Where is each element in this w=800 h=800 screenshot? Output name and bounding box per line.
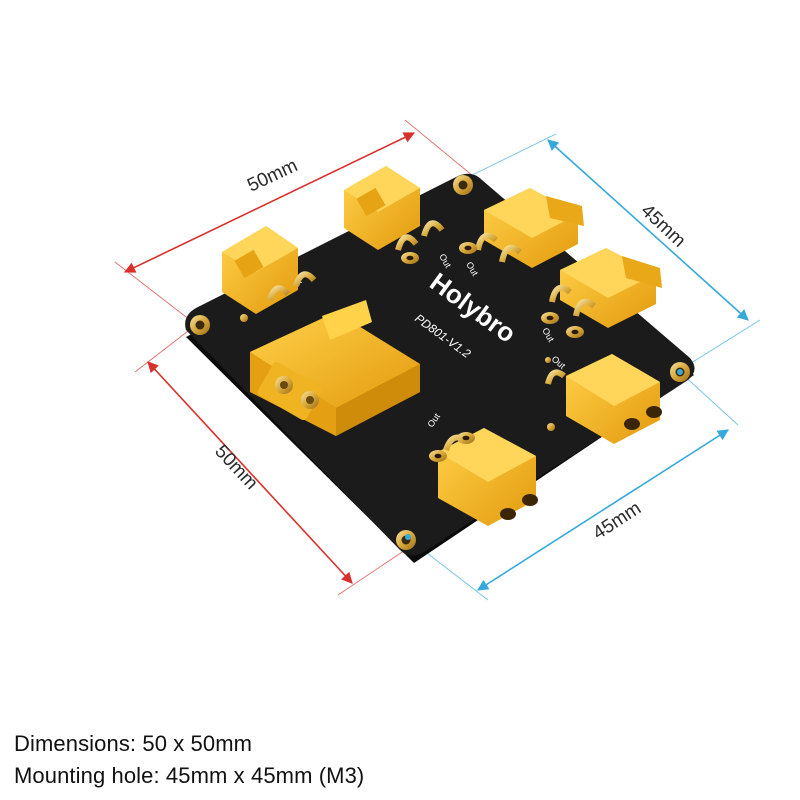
dim-line-left-bottom bbox=[147, 361, 353, 584]
xt60-connector bbox=[250, 300, 420, 436]
dim-ext-bottom-right-b bbox=[679, 371, 739, 426]
mounting-hole-bottom bbox=[396, 530, 416, 550]
solder-pad-6 bbox=[429, 450, 447, 462]
caption-dimensions: Dimensions: 50 x 50mm bbox=[14, 731, 253, 756]
xt30-connector-2 bbox=[344, 166, 445, 251]
solder-pad-5 bbox=[457, 432, 475, 444]
dim-ext-top-right-b bbox=[679, 319, 761, 371]
dim-line-top-right bbox=[547, 139, 749, 321]
dim-label-top-left: 50mm bbox=[244, 155, 301, 196]
hole-dot-bottom bbox=[405, 534, 411, 540]
dim-label-left-bottom: 50mm bbox=[210, 441, 261, 494]
dim-ext-top-right-a bbox=[461, 133, 557, 181]
xt30-connector-5 bbox=[545, 354, 662, 444]
smd-pads bbox=[240, 314, 555, 431]
caption-mounting-hole: Mounting hole: 45mm x 45mm (M3) bbox=[14, 763, 365, 788]
xt30-connector-3 bbox=[475, 188, 584, 268]
mounting-hole-left bbox=[190, 315, 210, 335]
xt30-connector-1 bbox=[222, 226, 317, 314]
solder-pad-1 bbox=[401, 252, 419, 264]
solder-pad-4 bbox=[566, 326, 584, 338]
solder-pad-3 bbox=[541, 312, 559, 324]
dim-line-top-left bbox=[123, 132, 416, 273]
mounting-hole-top bbox=[453, 175, 473, 195]
solder-pad-2 bbox=[459, 242, 477, 254]
dim-line-bottom-right bbox=[477, 429, 729, 591]
dim-label-bottom-right: 45mm bbox=[589, 498, 645, 544]
hole-dot-right bbox=[677, 369, 683, 375]
xt30-connector-4 bbox=[549, 248, 662, 328]
dim-ext-top-left-a bbox=[114, 261, 191, 321]
